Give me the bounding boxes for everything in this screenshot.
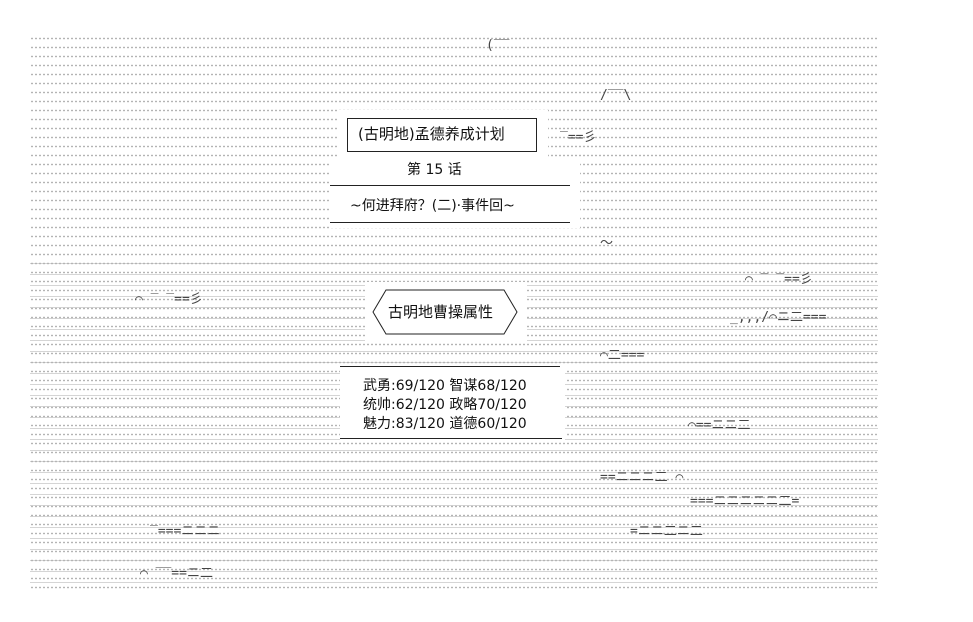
chapter-rule-top <box>330 185 570 186</box>
stat-line-3: 魅力:83/120 道德60/120 <box>363 416 527 432</box>
art-stroke: ===ニニニニニ二= <box>690 494 800 509</box>
art-stroke: (‾‾ <box>486 38 510 53</box>
art-stroke: 〜 <box>600 236 614 251</box>
attributes-title-box: 古明地曹操属性 <box>372 289 518 335</box>
chapter-label: 第 15 话 <box>407 162 462 178</box>
series-title: (古明地)孟德养成计划 <box>358 125 505 143</box>
stat-line-2: 统帅:62/120 政略70/120 <box>363 397 527 413</box>
stats-rule-bottom <box>340 438 562 439</box>
art-stroke: ⌒==ニニ二 <box>688 418 751 433</box>
chapter-rule-bottom <box>330 222 570 223</box>
series-title-box: (古明地)孟德养成计划 <box>347 118 537 152</box>
chapter-subtitle: ~何进拜府？(二)·事件回~ <box>350 198 515 214</box>
attributes-title: 古明地曹操属性 <box>388 303 494 321</box>
art-stroke: /‾‾\ <box>600 88 632 103</box>
art-stroke: =ニニ二ニ二 <box>630 524 703 539</box>
stat-line-1: 武勇:69/120 智谋68/120 <box>363 378 527 394</box>
stats-clearing <box>340 368 565 440</box>
stats-rule-top <box>340 366 560 367</box>
art-stroke: ⌒ ‾‾==ニ二 <box>140 566 213 581</box>
art-stroke: ⌒ ‾ ‾==彡 <box>745 272 813 287</box>
chapter-clearing <box>330 158 580 228</box>
art-stroke: ⌒二=== <box>600 348 645 363</box>
art-stroke: _,,,/⌒ニ二=== <box>730 310 827 325</box>
art-stroke: ‾===ニニニ <box>150 524 221 539</box>
art-stroke: ⌒ ‾ ‾==彡 <box>135 292 203 307</box>
art-stroke: ‾==彡 <box>560 130 597 145</box>
art-stroke: ==ニニニ二 ⌒ <box>600 470 684 485</box>
